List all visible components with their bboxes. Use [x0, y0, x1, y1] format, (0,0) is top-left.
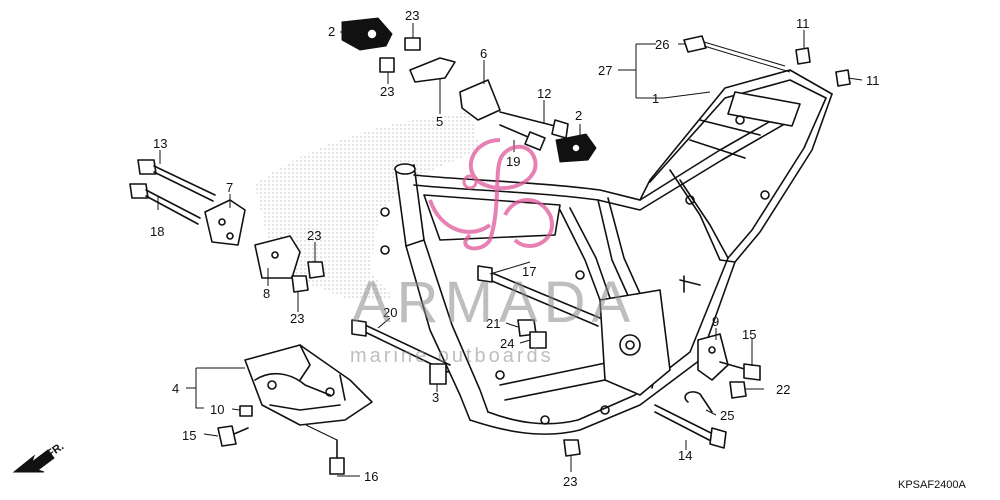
callout-21: 21 — [486, 316, 500, 331]
leader-lines — [157, 23, 863, 477]
engine-outline-dotted — [255, 112, 480, 300]
callout-14: 14 — [678, 448, 692, 463]
callout-19: 19 — [506, 154, 520, 169]
collar-24 — [529, 331, 547, 349]
callout-27: 27 — [598, 63, 612, 78]
callout-15-left: 15 — [182, 428, 196, 443]
callout-11-top: 11 — [796, 16, 810, 31]
bolt-11-right — [835, 69, 851, 87]
bolt-14 — [654, 404, 716, 443]
bolt-16 — [329, 457, 345, 475]
bracket-9 — [697, 333, 729, 381]
bolt-11-top — [795, 47, 811, 65]
callout-23-top: 23 — [405, 8, 419, 23]
watermark-brand: ARMADA — [352, 270, 636, 335]
callout-8: 8 — [263, 286, 270, 301]
bracket-6 — [459, 79, 501, 121]
callout-2-right: 2 — [575, 108, 582, 123]
watermark: ARMADA marine outboards — [350, 138, 636, 367]
callout-15-right: 15 — [742, 327, 756, 342]
callout-24: 24 — [500, 336, 514, 351]
callout-20: 20 — [383, 305, 397, 320]
callout-7: 7 — [226, 180, 233, 195]
callout-22: 22 — [776, 382, 790, 397]
callout-23-bottom: 23 — [563, 474, 577, 489]
callout-26: 26 — [655, 37, 669, 52]
callout-5: 5 — [436, 114, 443, 129]
front-arrow-icon — [12, 449, 55, 473]
callout-17: 17 — [522, 264, 536, 279]
bolt-15-left — [217, 425, 237, 447]
callout-2-top: 2 — [328, 24, 335, 39]
callout-6: 6 — [480, 46, 487, 61]
washer-10 — [239, 405, 253, 417]
callout-13: 13 — [153, 136, 167, 151]
callout-3: 3 — [432, 390, 439, 405]
callout-25: 25 — [720, 408, 734, 423]
callout-23-low: 23 — [290, 311, 304, 326]
callout-4: 4 — [172, 381, 179, 396]
bolt-13 — [137, 159, 216, 202]
callout-23-left: 23 — [380, 84, 394, 99]
callout-1: 1 — [652, 91, 659, 106]
nut-23-left-a — [307, 261, 325, 279]
front-direction-indicator: FR. — [12, 440, 66, 473]
callout-11-right: 11 — [866, 73, 880, 88]
collar-23-top — [404, 37, 421, 51]
nut-23-bottom — [563, 439, 581, 457]
callout-23-mid: 23 — [307, 228, 321, 243]
collar-3 — [429, 363, 447, 385]
clamp-25 — [684, 391, 713, 413]
bolt-18 — [129, 183, 201, 225]
nut-22 — [729, 381, 747, 399]
collar-23-left — [379, 57, 395, 73]
bolt-12 — [499, 111, 556, 127]
callout-9: 9 — [712, 314, 719, 329]
callout-16: 16 — [364, 469, 378, 484]
bolt-17 — [484, 269, 601, 327]
watermark-tagline: marine outboards — [350, 345, 554, 367]
bracket-5 — [409, 57, 456, 83]
callout-12: 12 — [537, 86, 551, 101]
skid-plate-4 — [244, 344, 373, 426]
diagram-code: KPSAF2400A — [898, 479, 967, 491]
part-26 — [683, 35, 707, 53]
watermark-logo — [428, 138, 554, 251]
nut-23-left-b — [291, 275, 309, 293]
callout-18: 18 — [150, 224, 164, 239]
callout-10: 10 — [210, 402, 224, 417]
